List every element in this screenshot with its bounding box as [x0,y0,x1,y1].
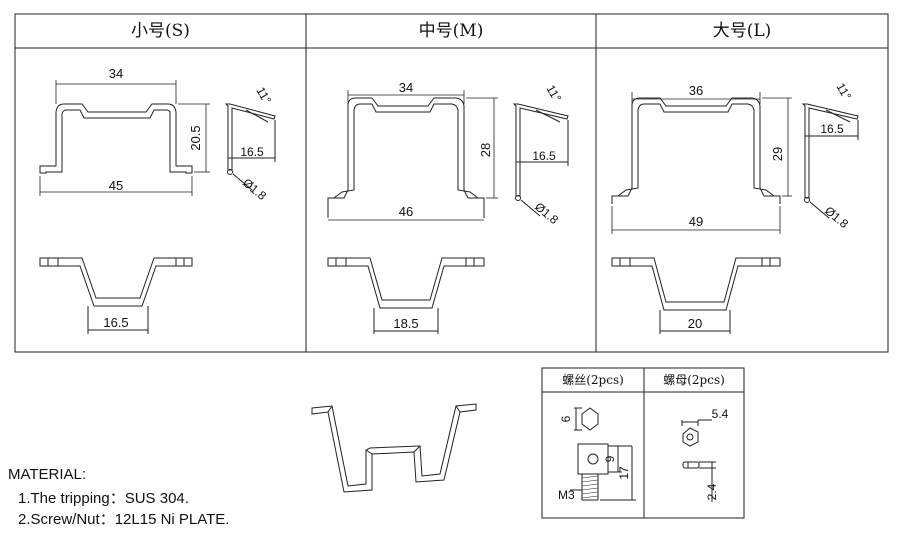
large-side-width-label: 16.5 [820,122,844,136]
large-base-width-label: 49 [689,214,703,229]
medium-bottom-width-label: 18.5 [393,316,418,331]
medium-side-view [512,103,569,217]
material-line-1: 1.The tripping：SUS 304. [18,490,189,507]
size-table-frame [14,13,889,353]
small-bottom-width-label: 16.5 [103,315,128,330]
screw-thread-label: M3 [558,488,575,502]
large-bracket-top-view [611,257,781,334]
small-side-view [224,103,276,191]
large-height-label: 29 [770,147,785,161]
medium-side-width-label: 16.5 [532,149,556,163]
large-side-view [801,103,859,219]
small-base-width-label: 45 [109,178,123,193]
small-dimension-lines [39,80,210,196]
medium-dimension-lines [328,90,498,221]
medium-angle-label: 11° [543,83,564,105]
size-header-large: 大号(L) [712,21,772,41]
small-bracket-front-view [39,103,193,174]
screw-drawing [570,407,636,501]
screw-header: 螺丝(2pcs) [562,373,624,387]
bracket-perspective-sketch [311,403,477,493]
screw-head-length-label: 9 [603,455,617,462]
screw-thread-hatching [581,475,599,499]
screw-total-length-label: 17 [617,466,631,480]
medium-diameter-label: Ø1.8 [532,200,561,228]
medium-bracket-front-view [327,97,485,218]
large-angle-label: 11° [833,81,854,103]
small-diameter-label: Ø1.8 [240,176,269,204]
large-top-width-label: 36 [689,83,703,98]
medium-height-label: 28 [478,143,493,157]
nut-header: 螺母(2pcs) [663,373,725,387]
nut-width-label: 5.4 [712,407,729,421]
large-bottom-width-label: 20 [688,316,702,331]
large-diameter-label: Ø1.8 [822,204,851,232]
medium-bracket-top-view [327,257,485,334]
nut-drawing [681,419,716,502]
material-heading: MATERIAL: [8,466,87,483]
large-bracket-front-view [611,97,781,204]
size-header-small: 小号(S) [131,21,190,41]
large-dimension-lines [611,92,792,234]
material-line-2: 2.Screw/Nut：12L15 Ni PLATE. [18,511,230,528]
small-height-label: 20.5 [188,125,203,150]
screw-hex-size-label: 6 [559,415,573,422]
small-angle-label: 11° [253,85,274,107]
small-top-width-label: 34 [109,66,123,81]
small-side-width-label: 16.5 [240,145,264,159]
hardware-table-frame [541,367,745,519]
nut-thickness-label: 2.4 [705,483,719,500]
medium-base-width-label: 46 [399,204,413,219]
size-header-medium: 中号(M) [418,21,484,41]
small-bracket-top-view [39,257,193,334]
medium-top-width-label: 34 [399,80,413,95]
